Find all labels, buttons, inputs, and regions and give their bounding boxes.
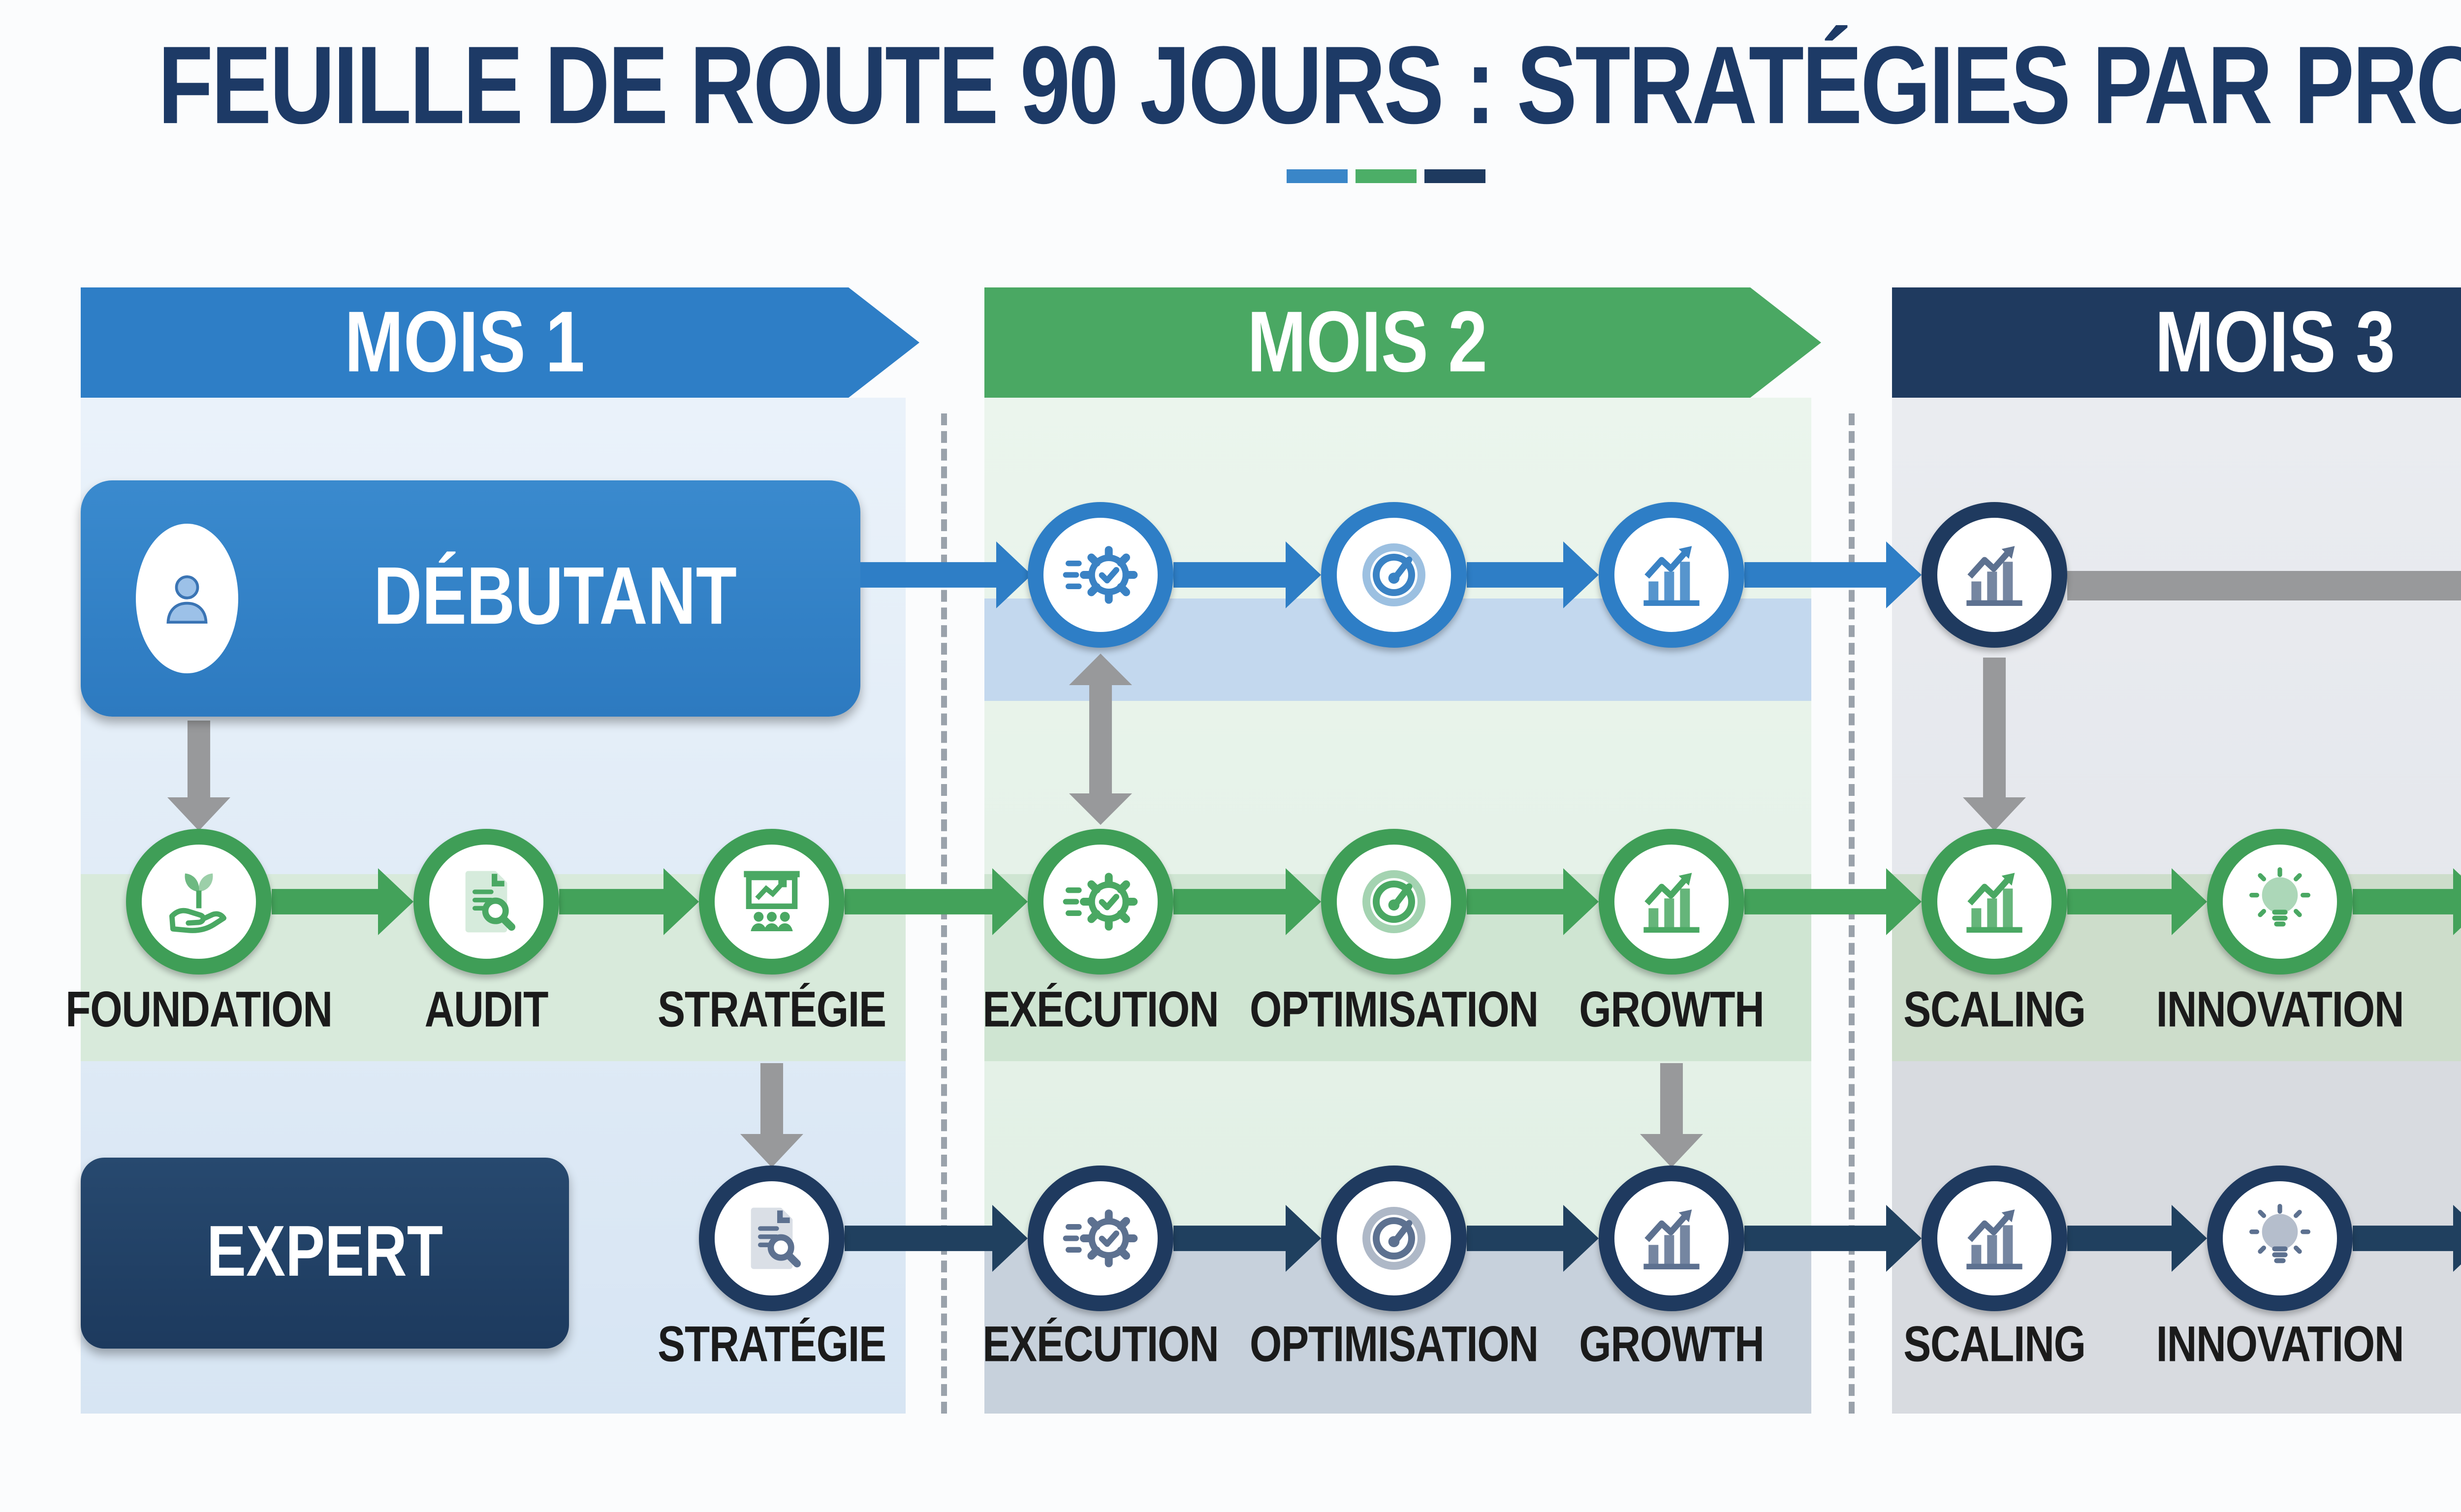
step-label-optimisation: OPTIMISATION — [1249, 983, 1539, 1039]
page-title: FEUILLE DE ROUTE 90 JOURS : STRATÉGIES P… — [158, 22, 2461, 147]
plant-hand-icon — [159, 862, 238, 941]
node-growth — [1599, 829, 1744, 975]
step-label-audit: AUDIT — [424, 983, 549, 1039]
arrow-debutant-to-scaling — [1963, 658, 2026, 831]
arrow-debutant-execution-link — [1069, 654, 1132, 825]
gauge-icon — [1355, 862, 1433, 941]
lightbulb-icon — [2240, 1199, 2319, 1278]
growth-chart-icon — [1955, 862, 2034, 941]
step-label-growth: GROWTH — [1579, 983, 1765, 1039]
node-debutant-execution — [1028, 502, 1173, 648]
growth-chart-icon — [1632, 1199, 1711, 1278]
node-debutant-optimisation — [1321, 502, 1467, 648]
node-expert-execution — [1028, 1166, 1173, 1311]
underline-green-bar — [1356, 169, 1417, 183]
lightbulb-icon — [2240, 862, 2319, 941]
node-expert-innovation — [2207, 1166, 2353, 1311]
banner-mois-2: MOIS 2 — [984, 287, 1821, 398]
step-label-foundation: FOUNDATION — [65, 983, 333, 1039]
node-strategie — [699, 829, 845, 975]
node-expert-scaling — [1922, 1166, 2067, 1311]
banner-mois-3-label: MOIS 3 — [2154, 292, 2396, 391]
banner-mois-1-label: MOIS 1 — [344, 292, 585, 391]
expert-label-innovation: INNOVATION — [2156, 1318, 2404, 1373]
node-execution — [1028, 829, 1173, 975]
underline-navy-bar — [1424, 169, 1485, 183]
node-expert-growth — [1599, 1166, 1744, 1311]
node-debutant-scaling-start — [1922, 502, 2067, 648]
gear-check-icon — [1061, 862, 1140, 941]
presentation-chart-icon — [732, 862, 811, 941]
expert-profile-box: EXPERT — [81, 1158, 569, 1349]
debutant-profile-box: DÉBUTANT — [81, 480, 860, 717]
node-expert-optimisation — [1321, 1166, 1467, 1311]
growth-chart-icon — [1632, 536, 1711, 614]
node-optimisation — [1321, 829, 1467, 975]
gauge-icon — [1355, 1199, 1433, 1278]
person-icon — [136, 524, 238, 673]
expert-label-scaling: SCALING — [1903, 1318, 2086, 1373]
growth-chart-icon — [1632, 862, 1711, 941]
node-scaling — [1922, 829, 2067, 975]
gauge-icon — [1355, 536, 1433, 614]
elbow-connector-horizontal — [2067, 571, 2461, 600]
expert-label-results: RÉSULTS — [2420, 1323, 2461, 1370]
banner-mois-3: MOIS 3 — [1892, 287, 2461, 398]
step-label-execution: EXÉCUTION — [982, 983, 1219, 1039]
gear-check-icon — [1061, 536, 1140, 614]
underline-blue-bar — [1287, 169, 1348, 183]
banner-mois-1: MOIS 1 — [81, 287, 919, 398]
step-label-strategie: STRATÉGIE — [658, 983, 886, 1039]
step-label-results: RÉSULTS — [2420, 988, 2461, 1036]
title-underline — [1287, 169, 1485, 183]
node-debutant-growth — [1599, 502, 1744, 648]
expert-label-strategie: STRATÉGIE — [658, 1318, 886, 1373]
node-innovation — [2207, 829, 2353, 975]
gear-check-icon — [1061, 1199, 1140, 1278]
expert-label-optimisation: OPTIMISATION — [1249, 1318, 1539, 1373]
banner-mois-2-label: MOIS 2 — [1247, 292, 1488, 391]
node-expert-strategie — [699, 1166, 845, 1311]
arrow-strategie-to-expert — [740, 1063, 803, 1167]
step-label-innovation: INNOVATION — [2156, 983, 2404, 1039]
node-foundation — [126, 829, 272, 975]
expert-label: EXPERT — [206, 1212, 443, 1292]
document-search-icon — [447, 862, 526, 941]
node-audit — [413, 829, 559, 975]
expert-label-execution: EXÉCUTION — [982, 1318, 1219, 1373]
debutant-label: DÉBUTANT — [374, 551, 737, 643]
document-search-icon — [732, 1199, 811, 1278]
step-label-scaling: SCALING — [1903, 983, 2086, 1039]
growth-chart-icon — [1955, 536, 2034, 614]
arrow-debutant-to-foundation — [167, 721, 230, 831]
arrow-growth-to-expert — [1640, 1063, 1703, 1167]
growth-chart-icon — [1955, 1199, 2034, 1278]
expert-label-growth: GROWTH — [1579, 1318, 1765, 1373]
